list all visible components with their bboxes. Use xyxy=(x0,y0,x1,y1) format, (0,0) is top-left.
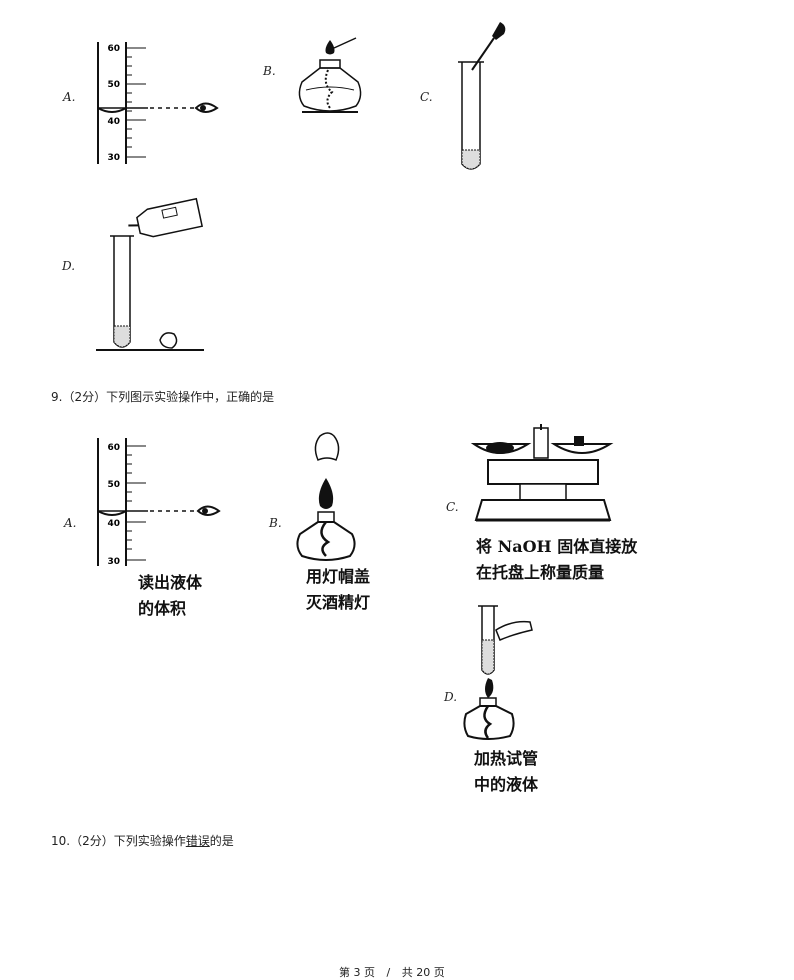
q9-balance-scale-figure xyxy=(470,424,614,522)
q9-caption-d-line-2: 中的液体 xyxy=(474,775,539,794)
footer-page-label: 第 3 页 xyxy=(339,966,375,979)
q9-option-a-label: A. xyxy=(64,516,77,530)
q8-option-d-label: D. xyxy=(62,259,76,273)
q8-tick-60: 60 xyxy=(107,44,120,54)
q9-caption-b: 用灯帽盖 灭酒精灯 xyxy=(306,564,370,616)
q9-tick-50: 50 xyxy=(107,480,120,490)
footer-total-label: 共 20 页 xyxy=(401,966,445,979)
q10-text-before: 下列实验操作 xyxy=(113,834,186,848)
q8-pouring-liquid-figure xyxy=(96,197,204,351)
footer-separator: / xyxy=(386,966,391,979)
q9-option-b-label: B. xyxy=(269,516,282,530)
q9-tick-60: 60 xyxy=(107,443,120,453)
q9-caption-a: 读出液体 的体积 xyxy=(138,570,202,622)
q9-lamp-cap-extinguish-figure xyxy=(296,432,356,561)
q9-score: （2分） xyxy=(62,390,107,404)
q8-dropper-into-test-tube-figure xyxy=(458,22,506,170)
eye-icon xyxy=(194,102,219,113)
q9-tick-40: 40 xyxy=(107,519,120,529)
q9-caption-d: 加热试管 中的液体 xyxy=(474,746,538,798)
q9-caption-a-line-1: 读出液体 xyxy=(138,573,203,592)
q10-text-after: 的是 xyxy=(209,834,234,848)
q9-caption-c-line-1: 将 NaOH 固体直接放 xyxy=(476,537,638,556)
q10-score: （2分） xyxy=(70,834,114,848)
q8-lighting-alcohol-lamp-figure xyxy=(298,37,362,113)
q9-caption-c-line-2: 在托盘上称量质量 xyxy=(476,563,605,582)
q8-graduated-cylinder-reading-figure: 60 50 40 30 xyxy=(97,42,219,164)
page-footer: 第 3 页 / 共 20 页 xyxy=(339,964,445,980)
q10-text-underlined: 错误 xyxy=(185,834,210,848)
q9-caption-a-line-2: 的体积 xyxy=(138,599,187,618)
q9-caption-d-line-1: 加热试管 xyxy=(474,749,539,768)
q10-number: 10. xyxy=(51,834,71,848)
q9-option-d-label: D. xyxy=(444,690,458,704)
q9-text: 下列图示实验操作中，正确的是 xyxy=(106,390,275,404)
q8-tick-50: 50 xyxy=(107,80,120,90)
q8-option-a-label: A. xyxy=(63,90,76,104)
question-10: 10.（2分）下列实验操作错误的是 xyxy=(51,832,234,849)
q9-heating-test-tube-figure xyxy=(463,605,533,740)
q9-caption-b-line-2: 灭酒精灯 xyxy=(306,593,371,612)
q8-option-b-label: B. xyxy=(263,64,276,78)
q8-option-c-label: C. xyxy=(420,90,433,104)
q9-tick-30: 30 xyxy=(107,557,120,567)
eye-icon xyxy=(196,505,221,516)
q8-tick-40: 40 xyxy=(107,117,120,127)
question-9: 9.（2分）下列图示实验操作中，正确的是 xyxy=(51,388,274,405)
q8-tick-30: 30 xyxy=(107,153,120,163)
q9-graduated-cylinder-reading-figure: 60 50 40 30 xyxy=(97,438,221,567)
q9-caption-c: 将 NaOH 固体直接放 在托盘上称量质量 xyxy=(476,534,637,586)
q9-caption-b-line-1: 用灯帽盖 xyxy=(306,567,371,586)
q9-number: 9. xyxy=(51,390,63,404)
q9-option-c-label: C. xyxy=(446,500,459,514)
